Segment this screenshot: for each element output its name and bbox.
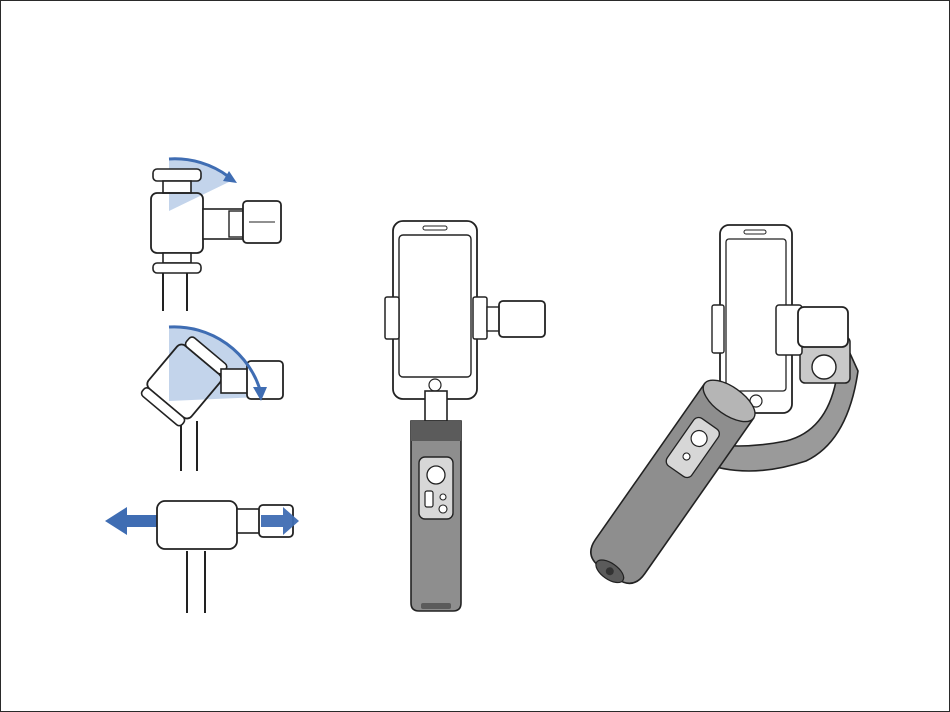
bottom-neck	[163, 253, 191, 263]
handle-base	[421, 603, 451, 609]
gimbal-front-view-svg	[381, 219, 551, 619]
joystick[interactable]	[427, 466, 445, 484]
neck	[425, 391, 447, 421]
tilt-knob	[812, 355, 836, 379]
side-motor	[247, 361, 283, 399]
handle-top	[411, 421, 461, 441]
gimbal-motor-tilt-angled-svg	[101, 321, 301, 471]
gimbal-arm-extend-figure	[101, 491, 311, 616]
power-button[interactable]	[439, 505, 447, 513]
clamp-left	[385, 297, 399, 339]
roll-motor	[798, 307, 848, 347]
bottom-cap	[153, 263, 201, 273]
gimbal-perspective-view-figure	[586, 221, 876, 601]
clamp-left	[712, 305, 724, 353]
gimbal-motor-tilt-up-svg	[101, 151, 301, 311]
gimbal-perspective-view-svg	[586, 221, 876, 601]
double-arrow-icon	[105, 507, 161, 535]
top-neck	[163, 181, 191, 193]
motor-body	[157, 501, 237, 549]
clamp-right	[473, 297, 487, 339]
roll-motor	[499, 301, 545, 337]
gimbal-front-view-figure	[381, 219, 551, 619]
gimbal-arm-extend-svg	[101, 491, 311, 616]
gimbal-motor-tilt-angled-figure	[101, 321, 301, 471]
arm-clip	[229, 211, 243, 237]
top-cap	[153, 169, 201, 181]
handle-group	[581, 372, 762, 595]
phone-screen	[399, 235, 471, 377]
gimbal-motor-tilt-up-figure	[101, 151, 301, 311]
mode-switch[interactable]	[425, 491, 433, 507]
small-button[interactable]	[440, 494, 446, 500]
